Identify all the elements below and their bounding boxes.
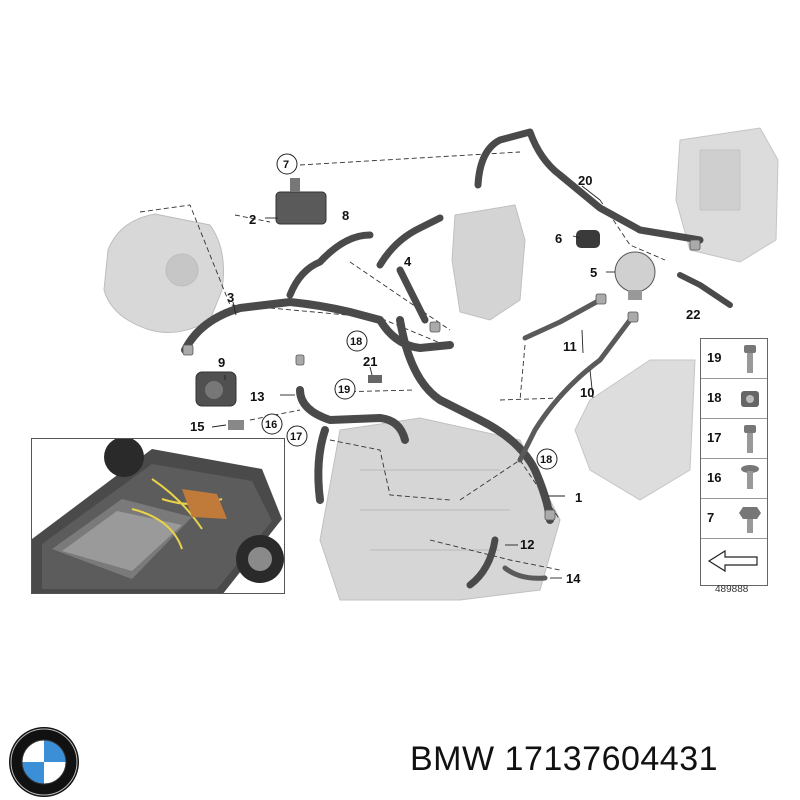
hose-upper-mid	[396, 266, 429, 324]
callout-3: 3	[227, 290, 234, 305]
bolt-icon	[744, 425, 756, 453]
callout-10: 10	[580, 385, 594, 400]
callout-12: 12	[520, 537, 534, 552]
callout-leaders	[211, 185, 615, 579]
sensor-21	[368, 375, 382, 383]
hose-1	[396, 316, 554, 524]
legend-row: 7	[701, 499, 767, 539]
hose-clamps	[182, 239, 701, 521]
hose-22	[677, 272, 733, 308]
screw-icon	[741, 465, 759, 489]
cap-6	[576, 230, 600, 248]
callout-7: 7	[283, 159, 289, 171]
legend-row: 19	[701, 339, 767, 379]
legend-row: 16	[701, 459, 767, 499]
hose-3	[181, 298, 454, 354]
legend-arrow-row	[701, 539, 767, 579]
vehicle-inset	[31, 438, 285, 594]
circled-callouts: 7 18 19 16 17 18	[261, 153, 558, 470]
callout-8: 8	[342, 208, 349, 223]
hose-13	[296, 386, 409, 444]
hose-10	[517, 317, 633, 463]
part-number-caption: BMW 17137604431	[410, 740, 719, 778]
engine-housing-top-right	[675, 127, 779, 263]
engine-block-center	[451, 204, 526, 321]
hose-20	[474, 128, 704, 244]
callout-18-top: 18	[350, 336, 362, 348]
coolant-hoses	[181, 128, 733, 589]
hose-14	[502, 565, 548, 581]
fastener-legend: 19 18 17 16 7	[700, 338, 768, 586]
hose-11	[522, 297, 603, 341]
callout-labels: 1 2 3 4 5 6 8 9 10 11 12 13 14 15 20 21 …	[190, 173, 700, 586]
callout-21: 21	[363, 354, 377, 369]
hose-12	[466, 536, 499, 589]
legend-row: 17	[701, 419, 767, 459]
callout-18-bottom: 18	[540, 454, 552, 466]
callout-11: 11	[563, 339, 577, 354]
callout-4: 4	[404, 254, 412, 269]
callout-22: 22	[686, 307, 700, 322]
callout-15: 15	[190, 419, 204, 434]
engine-lower-block	[319, 417, 561, 601]
clip-icon	[741, 391, 759, 407]
callout-20: 20	[578, 173, 592, 188]
callout-17: 17	[290, 431, 302, 443]
callout-19: 19	[338, 384, 350, 396]
legend-label: 18	[707, 390, 722, 405]
legend-row: 18	[701, 379, 767, 419]
legend-label: 19	[707, 350, 722, 365]
callout-5: 5	[590, 265, 597, 280]
bmw-logo-icon	[9, 727, 79, 797]
callout-2: 2	[249, 212, 256, 227]
legend-label: 17	[707, 430, 722, 445]
water-pump-9	[195, 371, 237, 407]
expansion-tank-5	[614, 251, 656, 300]
diagram-code: 489888	[715, 584, 749, 595]
valve-15	[228, 420, 244, 430]
callout-6: 6	[555, 231, 562, 246]
callout-16: 16	[265, 419, 277, 431]
heat-exchanger-2	[275, 178, 327, 225]
hose-8	[286, 231, 374, 299]
hex-bolt-icon	[739, 507, 761, 533]
callout-9: 9	[218, 355, 225, 370]
callout-13: 13	[250, 389, 264, 404]
engine-housing-left	[103, 213, 224, 333]
bolt-icon	[744, 345, 756, 373]
hose-4	[376, 214, 444, 269]
direction-arrow-icon	[707, 549, 758, 573]
vehicle-chassis-illustration	[32, 439, 284, 593]
hose-17	[314, 426, 329, 504]
engine-housing-right	[574, 359, 696, 501]
callout-14: 14	[566, 571, 581, 586]
legend-label: 7	[707, 510, 715, 525]
callout-1: 1	[575, 490, 582, 505]
legend-label: 16	[707, 470, 722, 485]
